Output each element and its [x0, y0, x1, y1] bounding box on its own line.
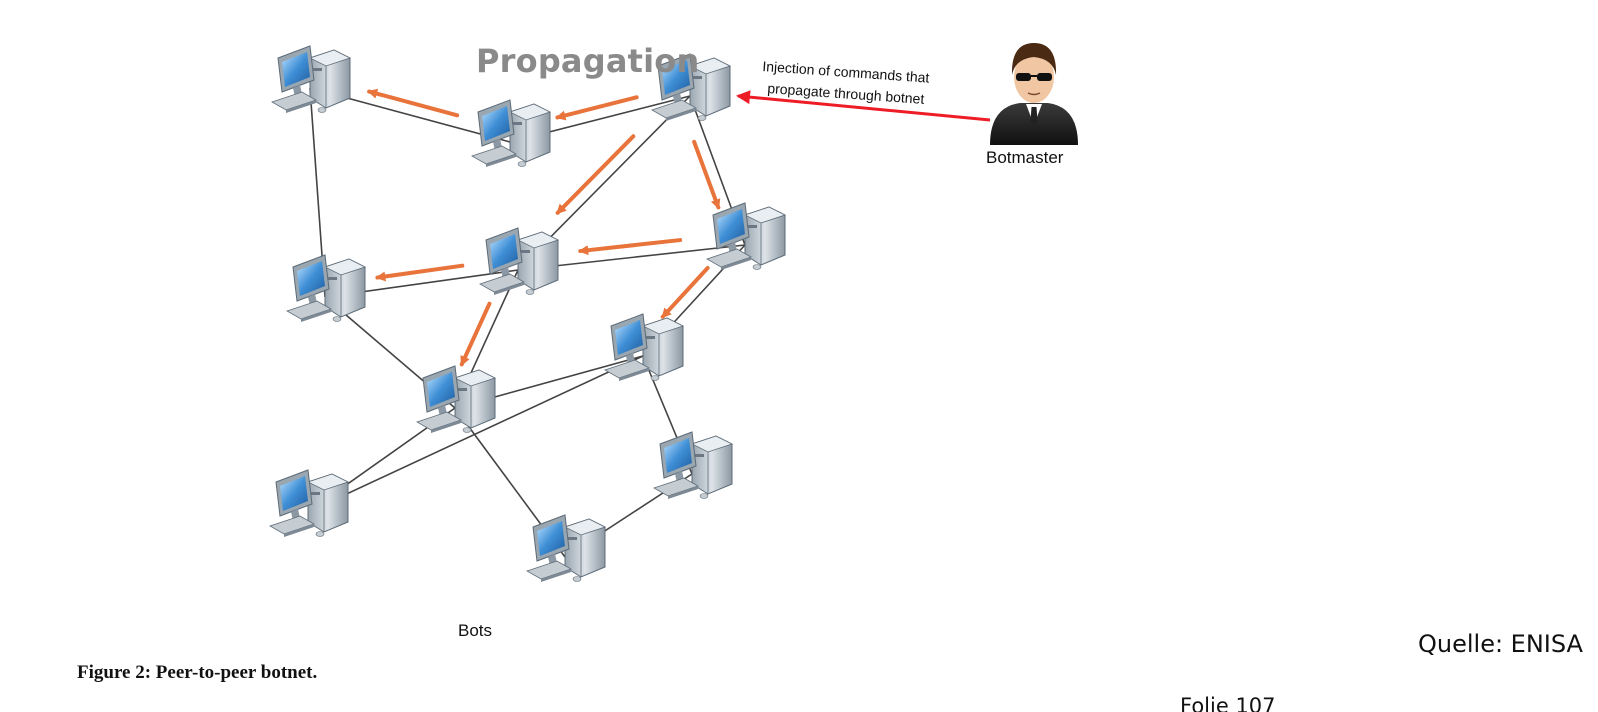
- computer-icon: [286, 254, 367, 322]
- command-injection-arrow: [736, 90, 991, 122]
- bots-label: Bots: [458, 621, 493, 640]
- computer-icon: [269, 469, 350, 537]
- computer-icon: [271, 45, 352, 113]
- computer-icon: [471, 99, 552, 167]
- propagation-arrow: [555, 134, 636, 215]
- propagation-label: Propagation: [476, 42, 700, 80]
- propagation-arrow: [555, 95, 639, 121]
- botmaster-label: Botmaster: [986, 148, 1064, 167]
- propagation-arrows: [367, 88, 721, 367]
- propagation-arrow: [692, 139, 721, 210]
- computer-icon: [479, 227, 560, 295]
- propagation-arrow: [660, 265, 710, 319]
- computer-icon: [416, 365, 497, 433]
- slide-number: Folie 107: [1180, 694, 1276, 712]
- bot-nodes: [269, 45, 787, 582]
- propagation-arrow: [578, 238, 683, 256]
- propagation-arrow: [459, 301, 492, 367]
- botmaster-icon: [990, 43, 1078, 145]
- computer-icon: [706, 202, 787, 270]
- figure-caption: Figure 2: Peer-to-peer botnet.: [77, 662, 318, 683]
- computer-icon: [653, 431, 734, 499]
- computer-icon: [604, 313, 685, 381]
- propagation-arrow: [375, 263, 465, 282]
- network-link: [307, 355, 644, 513]
- computer-icon: [651, 53, 732, 121]
- propagation-arrow: [367, 88, 460, 118]
- source-credit: Quelle: ENISA: [1418, 630, 1583, 658]
- computer-icon: [526, 514, 607, 582]
